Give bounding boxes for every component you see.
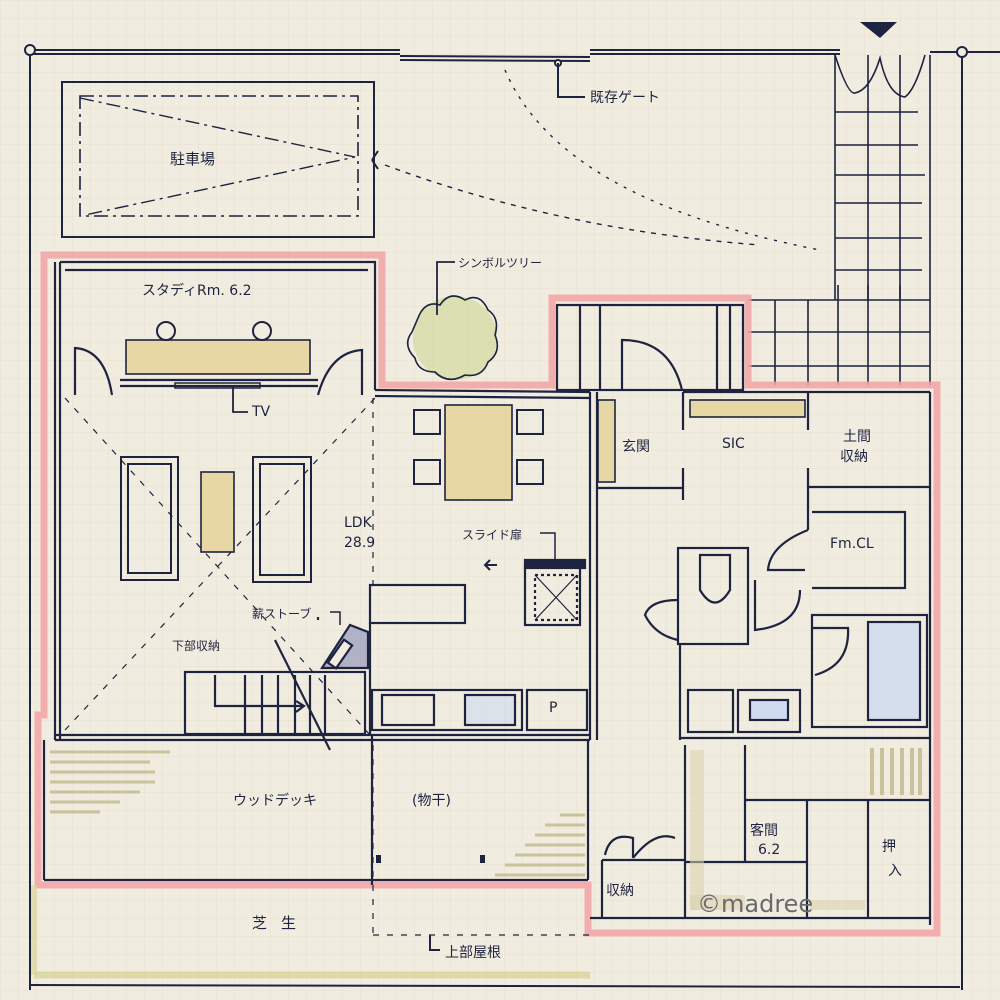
wood-fills (125, 339, 806, 553)
label-study-room: スタディRm. 6.2 (142, 283, 252, 299)
watermark: ©madree (697, 890, 814, 918)
label-under-stairs-storage: 下部収納 (172, 639, 221, 653)
label-existing-gate: 既存ゲート (590, 90, 660, 106)
label-sliding-door: スライド扉 (462, 528, 523, 542)
label-lawn: 芝生 (252, 914, 311, 932)
label-doma-storage: 収納 (840, 449, 868, 465)
label-oshiire-1: 押 (882, 839, 896, 855)
walls (42, 260, 932, 925)
label-entrance: 玄関 (622, 439, 650, 455)
parking-area (61, 69, 821, 251)
symbol-tree (406, 261, 499, 381)
label-roof-above: 上部屋根 (445, 945, 501, 961)
label-oshiire-2: 入 (888, 863, 902, 879)
label-sic: SIC (722, 436, 745, 452)
label-pantry: P (549, 700, 558, 716)
label-ldk-size: 28.9 (344, 535, 376, 551)
label-guest-room: 客間 (750, 823, 778, 839)
label-tv: TV (252, 404, 271, 420)
label-doma: 土間 (843, 429, 871, 445)
label-ldk: LDK (344, 515, 372, 531)
label-guest-room-size: 6.2 (758, 842, 781, 858)
label-parking: 駐車場 (170, 150, 216, 168)
house-outline-highlight (34, 251, 941, 937)
label-family-closet: Fm.CL (830, 536, 874, 552)
label-symbol-tree: シンボルツリー (458, 256, 543, 270)
label-storage-bottom: 収納 (606, 883, 634, 899)
label-wood-stove: 薪ストーブ (252, 607, 312, 621)
label-wood-deck: ウッドデッキ (233, 793, 317, 809)
label-clothes-drying: (物干) (412, 793, 451, 809)
site-boundary (24, 44, 1000, 990)
